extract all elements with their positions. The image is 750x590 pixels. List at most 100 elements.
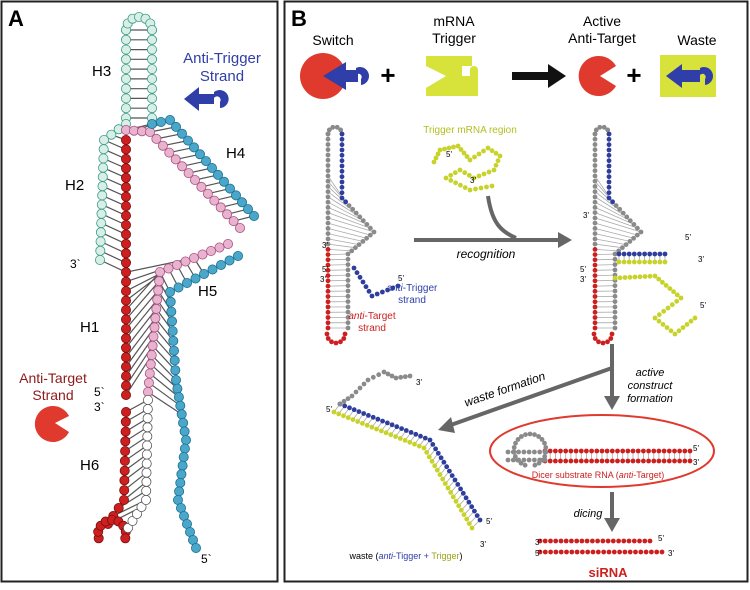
yellow-bead — [658, 260, 663, 265]
navy-bead — [371, 415, 376, 420]
grey-bead — [593, 184, 598, 189]
grey-bead — [593, 163, 598, 168]
pink-bead — [145, 369, 154, 378]
yellow-bead — [430, 459, 435, 464]
blue-bead — [174, 393, 183, 402]
red-bead — [584, 459, 589, 464]
anti-trigger-icon — [184, 87, 229, 111]
navy-bead — [663, 252, 668, 257]
blue-bead — [173, 384, 182, 393]
pink-bead — [147, 351, 156, 360]
red-bead — [121, 287, 130, 296]
grey-bead — [354, 390, 359, 395]
grey-bead — [537, 450, 542, 455]
anti-trigger-strand-rest: -Trigger — [403, 283, 438, 294]
red-bead — [677, 449, 682, 454]
grey-bead — [542, 441, 547, 446]
yellow-bead — [438, 472, 443, 477]
yellow-bead — [456, 503, 461, 508]
blue-bead — [191, 543, 200, 552]
grey-bead — [353, 245, 358, 250]
navy-bead — [642, 252, 647, 257]
end-label-5-mid: 5` — [94, 385, 105, 399]
yellow-bead — [663, 260, 668, 265]
anti-target-label-line1: Anti-Target — [19, 370, 87, 386]
grey-bead — [593, 168, 598, 173]
grey-bead — [326, 195, 331, 200]
red-bead — [326, 294, 331, 299]
red-bead — [657, 459, 662, 464]
blue-bead — [171, 375, 180, 384]
red-bead — [594, 459, 599, 464]
yellow-bead — [671, 289, 676, 294]
prime-label: 5' — [322, 265, 328, 274]
waste-caption: waste (anti-Tigger + Trigger) — [349, 551, 463, 561]
prime-label: 3' — [693, 458, 699, 467]
yellow-bead — [618, 275, 623, 280]
prime-label: 5' — [693, 444, 699, 453]
red-bead — [326, 315, 331, 320]
red-bead — [326, 257, 331, 262]
prime-label: 3' — [322, 241, 328, 250]
red-bead — [615, 449, 620, 454]
navy-bead — [376, 417, 381, 422]
grey-bead — [361, 239, 366, 244]
navy-bead — [607, 180, 612, 185]
grey-bead — [527, 450, 532, 455]
yellow-bead — [360, 421, 365, 426]
blue-bead — [178, 461, 187, 470]
teal-bead — [95, 255, 104, 264]
teal-bead — [147, 35, 156, 44]
yellow-bead — [336, 412, 341, 417]
red-bead — [326, 284, 331, 289]
grey-bead — [605, 127, 610, 132]
waste-formation-label: waste formation — [462, 369, 547, 410]
grey-bead — [347, 203, 352, 208]
base-pair-b — [328, 265, 348, 266]
grey-bead — [346, 326, 351, 331]
base-pair-b — [328, 259, 348, 260]
navy-bead — [375, 292, 380, 297]
yellow-bead — [484, 185, 489, 190]
grey-bead — [512, 445, 517, 450]
pink-bead — [152, 304, 161, 313]
grey-bead — [326, 163, 331, 168]
grey-bead — [523, 463, 528, 468]
active-label-line1: Active — [583, 13, 621, 29]
red-bead — [121, 173, 130, 182]
helix-label-h5: H5 — [198, 283, 217, 300]
red-bead — [120, 456, 129, 465]
navy-bead — [340, 174, 345, 179]
yellow-bead — [379, 429, 384, 434]
navy-bead — [607, 137, 612, 142]
navy-bead — [409, 430, 414, 435]
prime-label: 5' — [326, 405, 332, 414]
red-bead — [593, 310, 598, 315]
grey-bead — [635, 233, 640, 238]
yellow-bead — [393, 434, 398, 439]
anti-trigger-strand-italic: anti — [387, 283, 404, 294]
red-bead — [121, 145, 130, 154]
grey-bead — [338, 127, 343, 132]
base-pair-b — [595, 275, 615, 276]
red-bead — [121, 249, 130, 258]
red-bead — [121, 324, 130, 333]
anti-target-strand-rest: -Target — [365, 311, 396, 322]
navy-bead — [607, 174, 612, 179]
red-bead — [121, 381, 130, 390]
grey-bead — [593, 174, 598, 179]
active-label-line2: Anti-Target — [568, 30, 636, 46]
yellow-bead — [657, 312, 662, 317]
yellow-bead — [660, 280, 665, 285]
red-bead — [325, 332, 330, 337]
navy-bead — [367, 289, 372, 294]
navy-bead — [404, 428, 409, 433]
blue-bead — [166, 297, 175, 306]
red-bead — [120, 476, 129, 485]
grey-bead — [403, 374, 408, 379]
yellow-bead — [432, 463, 437, 468]
navy-bead — [647, 252, 652, 257]
white-bead — [142, 450, 151, 459]
red-bead — [121, 343, 130, 352]
